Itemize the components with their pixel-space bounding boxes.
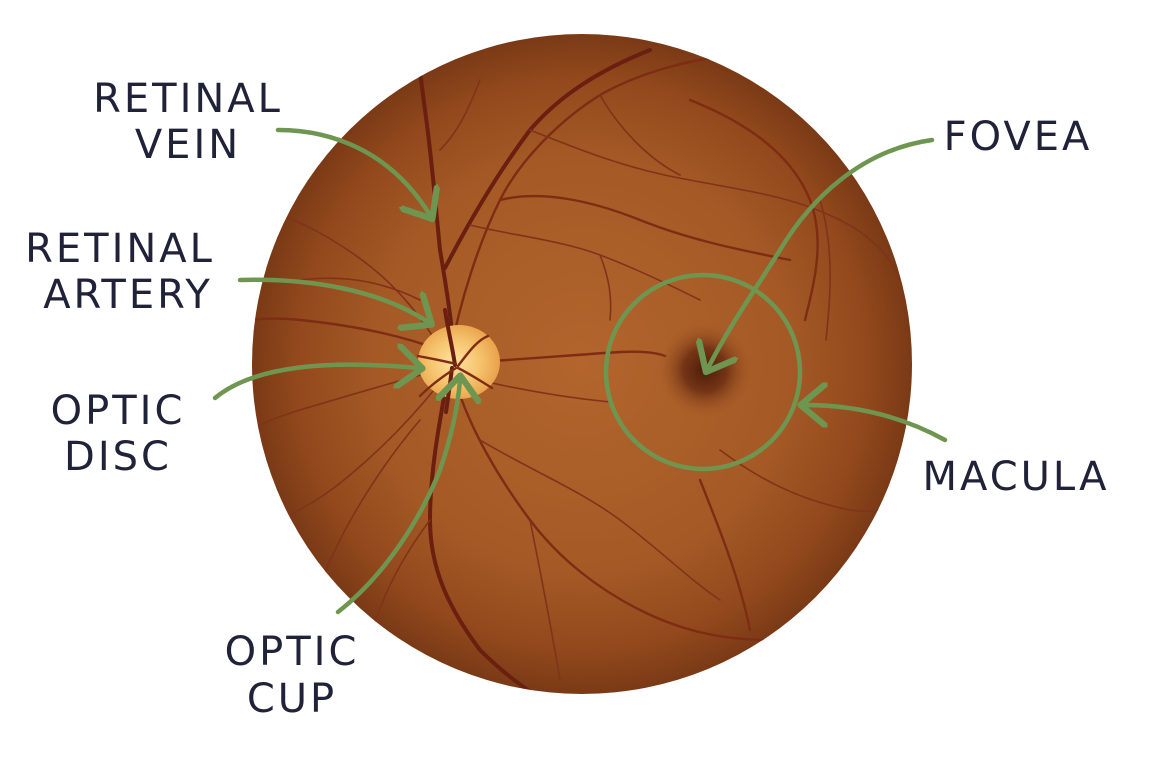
label-optic-disc-line1: OPTIC bbox=[51, 388, 186, 434]
fundus bbox=[252, 34, 912, 694]
arrow-retinal-vein bbox=[275, 127, 430, 215]
arrow-retinal-artery bbox=[237, 277, 428, 322]
label-retinal-vein-line2: VEIN bbox=[135, 122, 241, 168]
label-macula: MACULA bbox=[923, 454, 1110, 500]
label-retinal-vein-line1: RETINAL bbox=[93, 76, 283, 122]
label-retinal-artery-line2: ARTERY bbox=[43, 272, 213, 318]
vein-inferior bbox=[427, 373, 572, 694]
vessel-inferior-thin-1 bbox=[479, 439, 721, 601]
labels: RETINAL VEIN RETINAL ARTERY OPTIC DISC O… bbox=[25, 76, 1110, 722]
vessel-superior-thin-2 bbox=[439, 79, 481, 151]
vessel-macula-3 bbox=[599, 254, 612, 321]
artery-superior bbox=[448, 53, 732, 357]
label-optic-cup-line1: OPTIC bbox=[225, 629, 360, 675]
fovea-spot bbox=[657, 322, 753, 418]
vessel-superior-thin-3 bbox=[599, 94, 681, 176]
vessel-nasal-4 bbox=[289, 384, 439, 516]
vessel-nasal-1 bbox=[252, 317, 442, 352]
callout-arrows bbox=[212, 127, 948, 615]
arrow-optic-disc bbox=[212, 365, 418, 401]
arrow-macula bbox=[805, 405, 948, 443]
vessel-inferior-temporal bbox=[698, 478, 752, 632]
arrow-fovea bbox=[708, 137, 935, 368]
vessel-right-arc-2 bbox=[819, 199, 831, 341]
arrow-optic-cup bbox=[335, 380, 460, 615]
label-optic-disc-line2: DISC bbox=[64, 434, 172, 480]
artery-superior-2 bbox=[498, 194, 792, 262]
label-fovea: FOVEA bbox=[944, 114, 1093, 160]
label-optic-cup-line2: CUP bbox=[247, 676, 337, 722]
artery-inferior bbox=[453, 378, 772, 642]
vessel-superior-temporal bbox=[529, 129, 901, 281]
label-retinal-artery-line1: RETINAL bbox=[25, 226, 215, 272]
vessel-inferior-thin-3 bbox=[529, 519, 561, 681]
vessel-macula-1 bbox=[468, 350, 667, 364]
vessel-right-arc bbox=[688, 98, 819, 322]
macula-ring bbox=[603, 272, 803, 472]
